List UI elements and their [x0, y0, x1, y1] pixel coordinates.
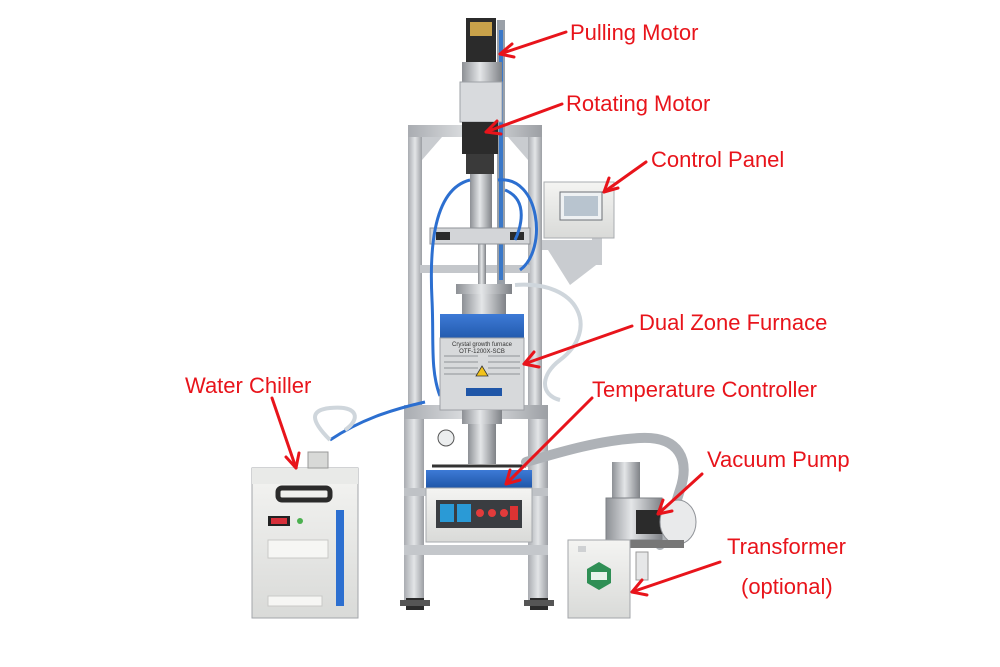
temperature-controller-arrowhead	[504, 468, 522, 486]
rotating-motor-label: Rotating Motor	[566, 91, 711, 116]
control-panel-assembly	[542, 181, 615, 285]
water-chiller-arrow	[270, 396, 298, 470]
dual-zone-furnace-label: Dual Zone Furnace	[639, 310, 828, 335]
furnace-plate-line1: Crystal growth furnace	[452, 342, 513, 348]
annotation-arrows	[270, 30, 722, 597]
water-chiller-arrowhead	[284, 451, 301, 470]
clear-tubes	[313, 282, 583, 442]
control-panel-label: Control Panel	[651, 147, 785, 172]
vacuum-pump-arrowhead	[656, 498, 674, 516]
control-panel-arrowhead	[602, 176, 620, 194]
pulling-motor-label: Pulling Motor	[570, 20, 699, 45]
rotating-motor-arrowhead	[484, 119, 503, 136]
temperature-controller	[425, 464, 533, 543]
pulling-column	[429, 18, 531, 314]
vacuum-pump-label: Vacuum Pump	[707, 447, 850, 472]
dual-zone-furnace-arrowhead	[522, 350, 541, 369]
furnace-plate-line2: OTF-1200X-SCB	[459, 349, 505, 355]
rotating-motor-arrow	[484, 102, 564, 134]
hoses	[329, 178, 538, 442]
water-chiller	[251, 451, 359, 619]
transformer	[567, 539, 631, 619]
temperature-controller-arrow	[504, 396, 594, 486]
dual-zone-furnace-arrow	[522, 324, 634, 366]
vacuum-pump-arrow	[656, 472, 704, 516]
temperature-controller-label: Temperature Controller	[592, 377, 817, 402]
water-chiller-label: Water Chiller	[185, 373, 312, 398]
pulling-motor-arrowhead	[498, 42, 516, 59]
control-panel-arrow	[602, 160, 648, 194]
transformer-arrowhead	[630, 578, 649, 597]
pulling-motor-arrow	[498, 30, 568, 56]
dual-zone-furnace: Crystal growth furnace OTF-1200X-SCB	[437, 314, 525, 464]
vacuum-pump	[604, 462, 697, 581]
transformer-label: Transformer	[727, 534, 846, 559]
transformer-arrow	[630, 560, 722, 594]
transformer-optional-label: (optional)	[741, 574, 833, 599]
